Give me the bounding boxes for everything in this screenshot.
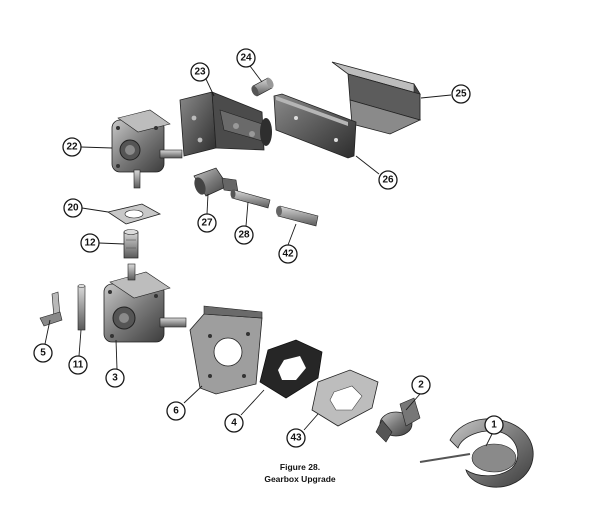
callout-28: 28 bbox=[234, 225, 254, 245]
part-23-motor-mount bbox=[179, 91, 272, 157]
callout-5: 5 bbox=[33, 343, 53, 363]
callout-22: 22 bbox=[62, 137, 82, 157]
callout-23: 23 bbox=[190, 62, 210, 82]
svg-text:20: 20 bbox=[67, 203, 79, 214]
leader-lines bbox=[44, 65, 493, 447]
part-12-spacer bbox=[123, 229, 139, 259]
part-11-rod bbox=[77, 284, 86, 331]
figure-number: Figure 28. bbox=[279, 462, 321, 472]
callout-26: 26 bbox=[378, 170, 398, 190]
svg-text:1: 1 bbox=[491, 420, 497, 431]
svg-text:42: 42 bbox=[282, 249, 294, 260]
svg-text:3: 3 bbox=[112, 373, 118, 384]
callout-12: 12 bbox=[80, 233, 100, 253]
svg-text:11: 11 bbox=[73, 360, 84, 371]
part-2-auger-stub bbox=[375, 397, 421, 443]
part-28-short-shaft bbox=[230, 189, 271, 209]
svg-text:6: 6 bbox=[173, 406, 179, 417]
part-3-lower-gearbox bbox=[103, 263, 187, 343]
svg-text:22: 22 bbox=[66, 142, 78, 153]
part-20-gasket bbox=[107, 203, 162, 225]
svg-text:5: 5 bbox=[40, 348, 46, 359]
svg-text:28: 28 bbox=[238, 230, 250, 241]
part-43-grey-gasket bbox=[311, 369, 379, 427]
part-24-bushing bbox=[251, 77, 274, 97]
part-25-cover-bracket bbox=[331, 61, 422, 135]
figure-title: Gearbox Upgrade bbox=[264, 474, 336, 484]
part-6-mount-plate bbox=[189, 305, 263, 395]
callout-42: 42 bbox=[278, 244, 298, 264]
callout-27: 27 bbox=[197, 213, 217, 233]
svg-text:23: 23 bbox=[194, 67, 206, 78]
part-22-upper-gearbox bbox=[111, 109, 183, 189]
callout-24: 24 bbox=[236, 48, 256, 68]
part-26-mounting-plate bbox=[273, 93, 357, 159]
callout-2: 2 bbox=[411, 375, 431, 395]
svg-text:2: 2 bbox=[418, 380, 424, 391]
part-27-coupler bbox=[193, 167, 239, 197]
svg-text:43: 43 bbox=[290, 433, 302, 444]
callout-1: 1 bbox=[484, 415, 504, 435]
svg-text:25: 25 bbox=[455, 89, 467, 100]
callout-3: 3 bbox=[105, 368, 125, 388]
callout-4: 4 bbox=[224, 413, 244, 433]
callout-11: 11 bbox=[68, 355, 88, 375]
part-4-black-gasket bbox=[259, 339, 323, 399]
callout-25: 25 bbox=[451, 84, 471, 104]
part-42-long-shaft bbox=[276, 205, 319, 227]
callout-20: 20 bbox=[63, 198, 83, 218]
callout-43: 43 bbox=[286, 428, 306, 448]
svg-text:27: 27 bbox=[201, 218, 213, 229]
svg-text:26: 26 bbox=[382, 175, 394, 186]
svg-text:12: 12 bbox=[84, 238, 96, 249]
svg-text:24: 24 bbox=[240, 53, 252, 64]
svg-text:4: 4 bbox=[231, 418, 237, 429]
callout-6: 6 bbox=[166, 401, 186, 421]
part-5-clip bbox=[39, 291, 63, 327]
